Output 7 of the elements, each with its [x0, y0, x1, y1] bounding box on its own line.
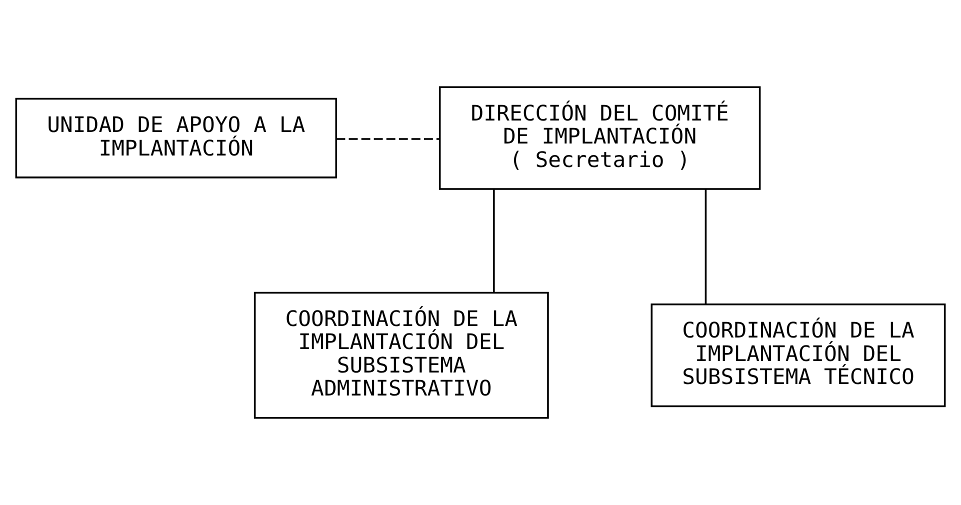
connector — [493, 190, 495, 293]
connector — [704, 190, 707, 304]
node-box: COORDINACIÓN DE LA IMPLANTACIÓN DEL SUBSISTEMA ADMINISTRATIVO — [254, 292, 549, 419]
connector — [336, 138, 440, 140]
node-box: COORDINACIÓN DE LA IMPLANTACIÓN DEL SUBSISTEMA TÉCNICO — [650, 303, 946, 408]
node-box: UNIDAD DE APOYO A LA IMPLANTACIÓN — [15, 98, 338, 178]
node-box: DIRECCIÓN DEL COMITÉ DE IMPLANTACIÓN ( Secretario ) — [438, 86, 761, 190]
